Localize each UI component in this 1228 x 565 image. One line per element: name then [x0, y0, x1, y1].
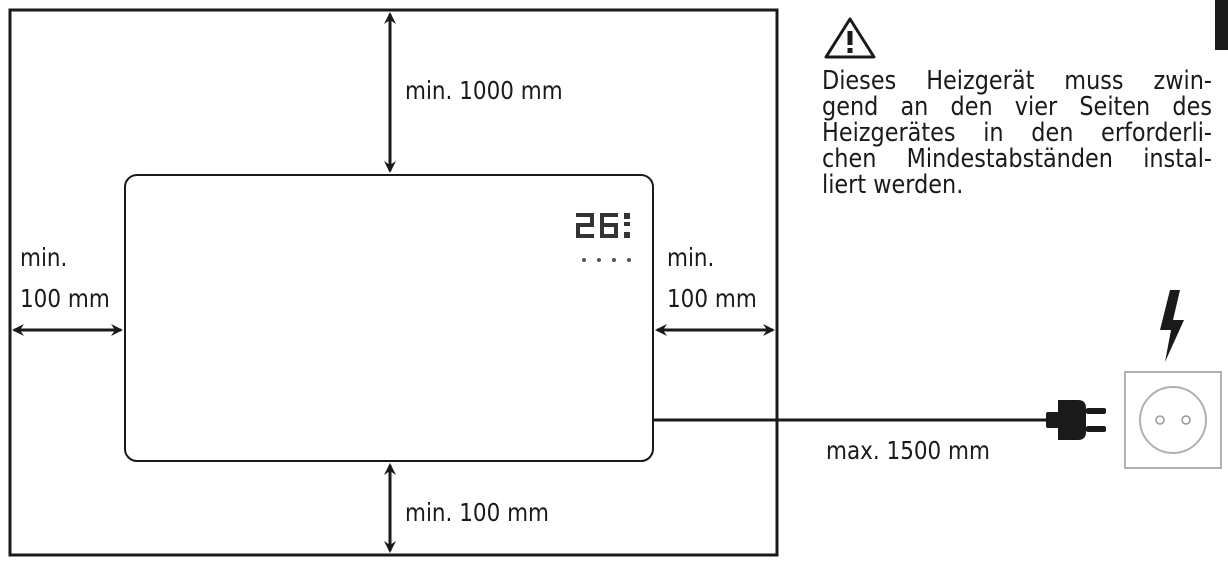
left-clearance-label-line1: min.: [20, 243, 68, 272]
bottom-clearance-label: min. 100 mm: [405, 498, 549, 527]
page-edge-tab: [1215, 0, 1228, 50]
warning-line: liert werden.: [822, 170, 964, 200]
warning-line: Dieses Heizgerät muss zwin-: [822, 66, 1212, 96]
cable-length-label: max. 1500 mm: [826, 436, 990, 465]
right-clearance-label-line1: min.: [667, 243, 715, 272]
warning-line: chen Mindestabständen instal-: [822, 144, 1212, 174]
top-clearance-label: min. 1000 mm: [405, 76, 563, 105]
warning-line: gend an den vier Seiten des: [822, 92, 1212, 122]
heater-display: [576, 213, 631, 262]
lightning-bolt-icon: [1160, 290, 1184, 362]
right-clearance-label-line2: 100 mm: [667, 284, 757, 313]
warning-text: Dieses Heizgerät muss zwin- gend an den …: [822, 68, 1212, 198]
warning-line: Heizgerätes in den erforderli-: [822, 118, 1212, 148]
wall-frame: [8, 8, 779, 557]
power-plug-icon: [1046, 400, 1106, 440]
warning-triangle-icon: [824, 17, 876, 59]
heater-body: [124, 174, 654, 462]
wall-socket-icon: [1124, 371, 1222, 469]
left-clearance-label-line2: 100 mm: [20, 284, 110, 313]
